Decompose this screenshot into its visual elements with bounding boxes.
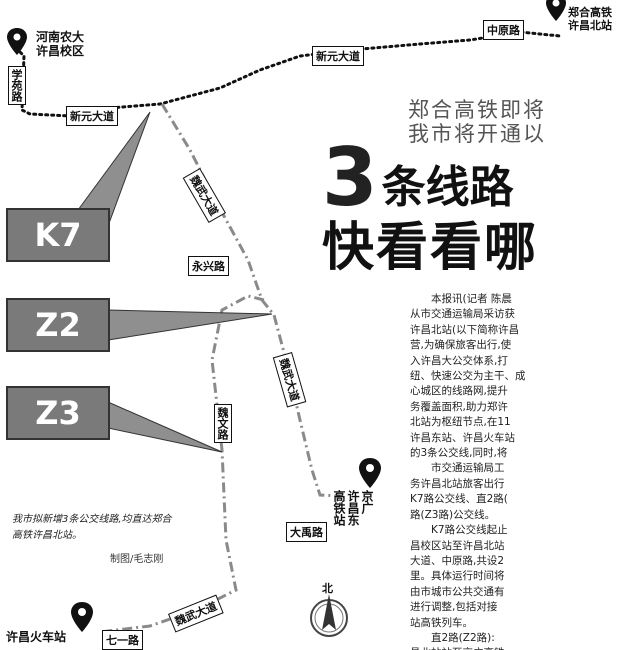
article-line: 心城区的线路网,提升 [410,385,508,398]
road-label-weiwen: 魏文路 [214,404,232,443]
headline-number: 3 [322,140,378,216]
route-label-z3: Z3 [6,386,110,440]
article-line: 务覆盖面积,助力郑许 [410,400,508,413]
article-line: 的3条公交线,同时,将 [410,447,508,460]
z2-callout-pointer [107,309,273,341]
road-label-qiyi: 七一路 [102,630,143,650]
place-hnau: 河南农大 许昌校区 [36,30,85,58]
article-line: 纽、快速公交为主干、成 [410,370,526,383]
road-label-xinyuan-top: 新元大道 [312,46,364,66]
road-label-yongxing: 永兴路 [188,256,229,276]
place-zhenghe: 郑合高铁 许昌北站 [568,6,612,32]
article-line: 直2路(Z2路): [410,631,495,644]
article-line: 进行调整,包括对接 [410,601,498,614]
article-line: 从市交通运输局采访获 [410,308,515,321]
article-line: 昌校区站至许昌北站 [410,539,505,552]
article-line: 营,为确保旅客出行,使 [410,339,512,352]
pin-icon-xuchang-station [71,602,93,632]
map-credit: 制图/毛志刚 [110,554,164,565]
article-line: 市交通运输局工 [410,462,505,475]
pin-icon-east-station [359,458,381,488]
route-label-k7: K7 [6,208,110,262]
north-arrow-icon [310,594,348,637]
map-caption: 我市拟新增3条公交线路,均直达郑合高铁许昌北站。 [12,514,172,541]
article-line: 昌北站站至京广高铁 [410,646,556,650]
pin-icon-hnau [7,28,27,55]
headline-line1: 郑合高铁即将 [408,98,546,122]
route-label-z2: Z2 [6,298,110,352]
road-label-dayu: 大禹路 [286,522,327,542]
article-line: 本报讯(记者 陈晨 [410,293,512,305]
road-label-zhongyuan: 中原路 [483,20,524,40]
article-line: 路(Z3路)公交线。 [410,508,496,521]
article-line: 北站为枢纽节点,在11 [410,416,511,429]
place-xuchang-station: 许昌火车站 [6,630,67,644]
article-line: 许昌北站(以下简称许昌 [410,323,520,336]
headline-title-2: 快看看哪 [322,218,539,278]
article-line: K7路公交线起止 [410,524,508,537]
article-line: K7路公交线、直2路( [410,493,508,506]
article-line: 许昌东站、许昌火车站 [410,431,515,444]
article-line: 由市城市公共交通有 [410,585,505,598]
headline-line2: 我市将开通以 [408,122,546,146]
article-body: 本报讯(记者 陈晨从市交通运输局采访获许昌北站(以下简称许昌营,为确保旅客出行,… [410,292,556,650]
route-k7-line [14,30,562,118]
pin-icon-zhenghe [546,0,566,21]
article-line: 大道、中原路,共设2 [410,554,505,567]
headline-big-1: 3 条线路 [322,140,552,216]
north-label: 北 [322,582,333,595]
article-line: 站高铁列车。 [410,616,473,629]
headline-title-1: 条线路 [381,162,514,213]
road-label-xinyuan-left: 新元大道 [66,106,118,126]
route-z3-line [99,294,265,634]
article-line: 务许昌北站旅客出行 [410,477,505,490]
z3-callout-pointer [107,401,223,453]
place-east-station: 京广 许昌东 高铁站 [332,490,374,526]
article-line: 里。具体运行时间将 [410,570,505,583]
road-label-xueyuan: 学苑路 [8,66,26,105]
article-line: 入许昌大公交体系,打 [410,354,508,367]
